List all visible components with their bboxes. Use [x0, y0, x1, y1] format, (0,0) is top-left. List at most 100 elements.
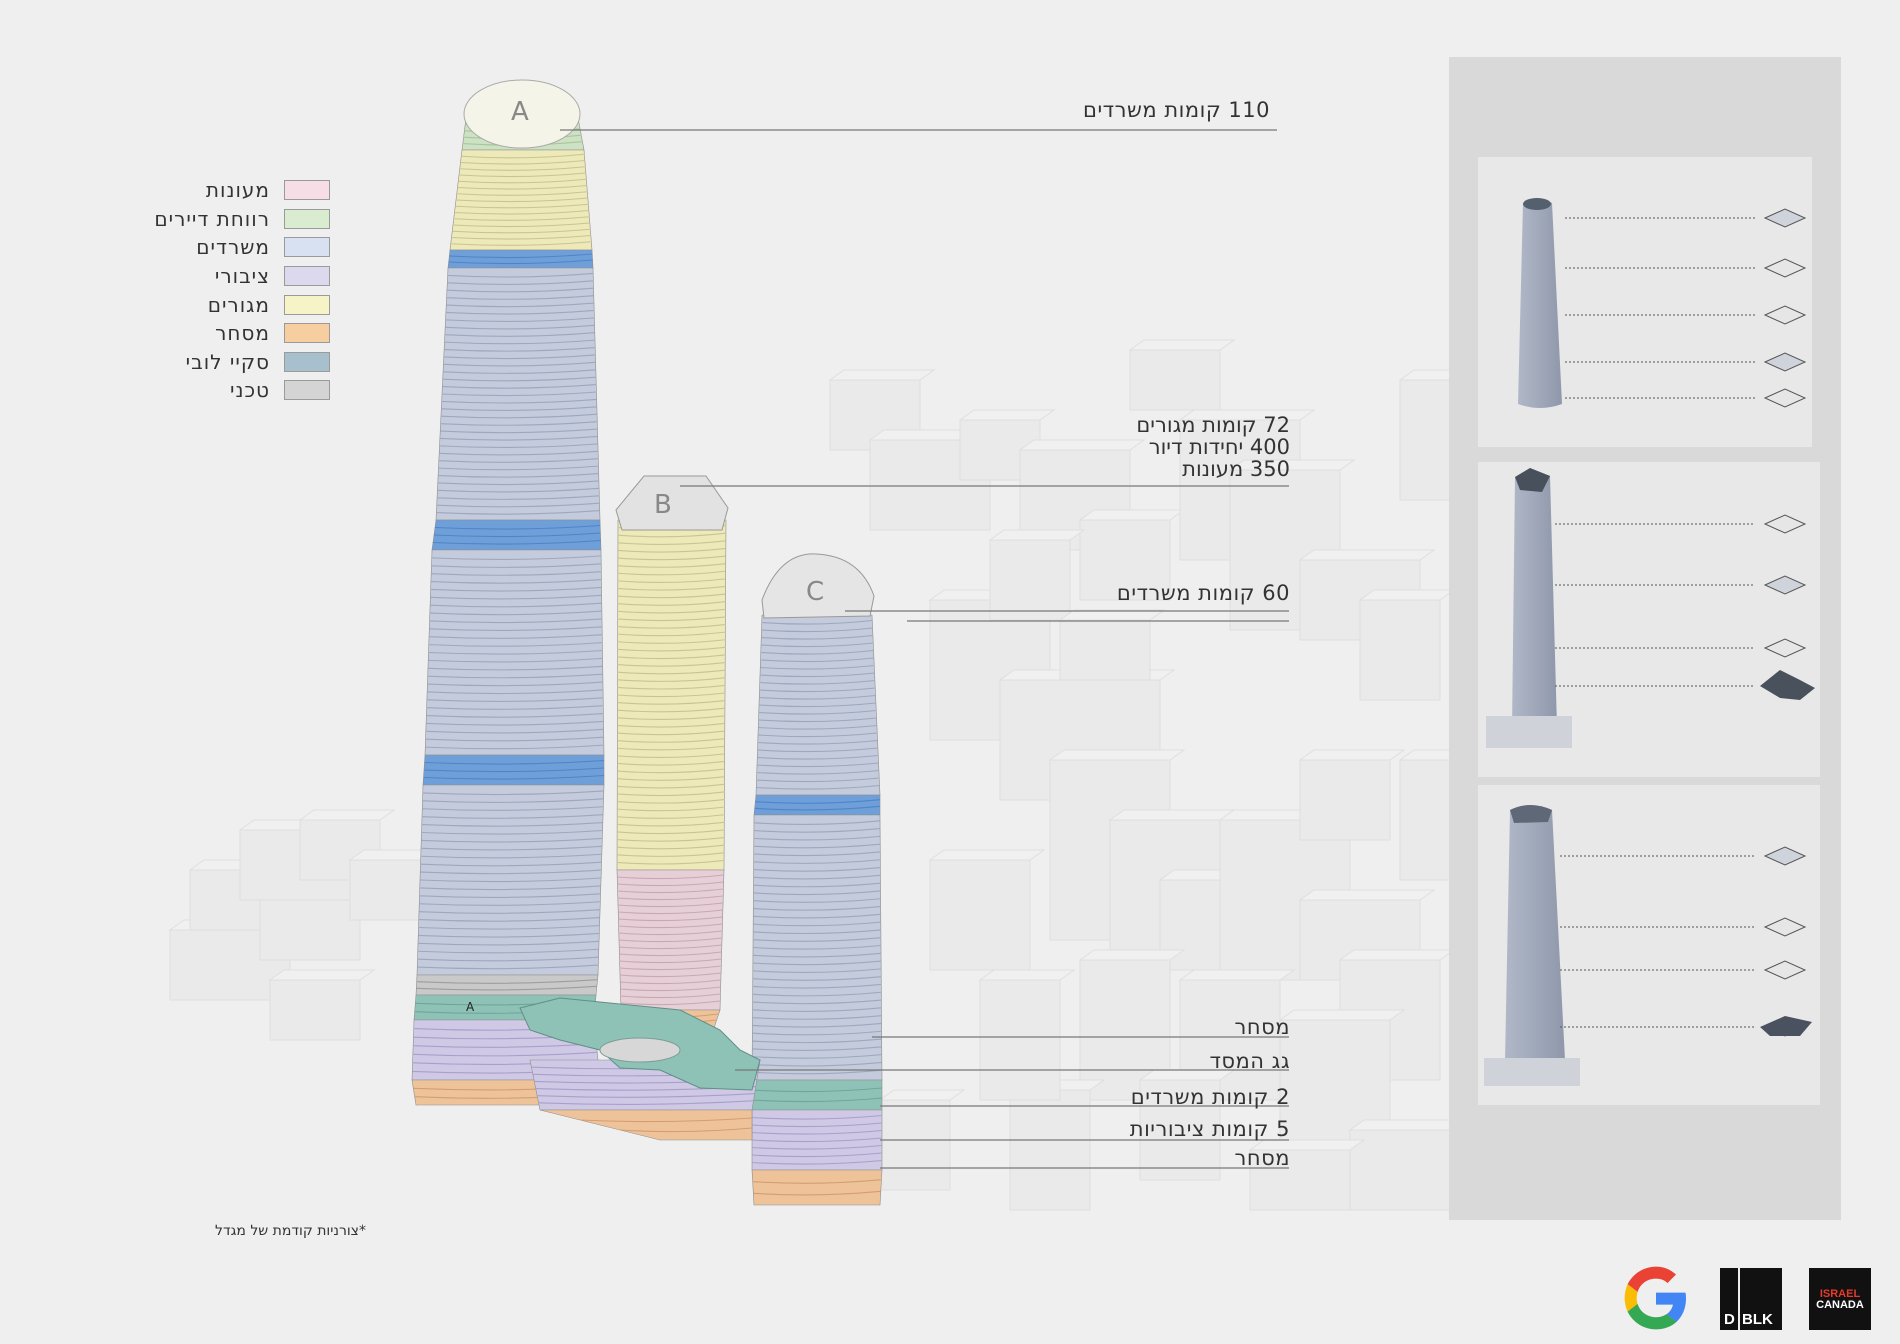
floor-line	[753, 913, 881, 919]
floor-line	[445, 309, 595, 315]
legend-swatch	[284, 323, 330, 344]
floor-line	[760, 642, 874, 648]
floor-line	[441, 406, 597, 411]
floor-line	[422, 790, 604, 796]
floor-line	[579, 1117, 753, 1123]
floor-line	[617, 738, 725, 743]
legend-item: מעונות	[120, 176, 330, 205]
floor-line	[752, 1054, 882, 1059]
label-podium-roof: גג המסד	[1209, 1049, 1290, 1073]
city-block-roof	[1078, 509, 1186, 521]
floor-line	[426, 697, 604, 702]
floor-line	[619, 951, 722, 957]
floor-line	[443, 361, 596, 367]
google-logo	[1624, 1266, 1686, 1330]
city-block-roof	[878, 1089, 966, 1101]
floor-line	[430, 594, 602, 600]
floor-line	[421, 822, 603, 827]
floor-line	[751, 1097, 883, 1103]
city-block	[929, 859, 1031, 971]
floor-line	[617, 540, 726, 545]
tower-b-roof	[615, 475, 729, 531]
city-block-roof	[988, 529, 1086, 541]
city-block-roof	[1018, 439, 1146, 451]
tower-c-public	[751, 1109, 883, 1171]
tower-b-line-1: 72 קומות מגורים	[1136, 413, 1290, 437]
floor-line	[617, 563, 726, 568]
floor-line	[617, 639, 726, 644]
floor-line	[422, 806, 604, 811]
floor-line	[752, 1061, 882, 1067]
floor-line	[617, 798, 725, 804]
legend-item: משרדים	[120, 233, 330, 262]
tower-b-line-3: 350 מעונות	[1182, 457, 1290, 481]
side-tower-b	[1512, 468, 1557, 740]
city-block	[979, 979, 1061, 1101]
floor-line	[752, 1030, 882, 1036]
floor-line	[429, 618, 603, 624]
tower-c-podium-offices-body	[751, 1079, 883, 1111]
legend-item: מסחר	[120, 319, 330, 348]
floor-line	[753, 937, 881, 942]
floor-line	[426, 705, 604, 710]
floor-line	[751, 1137, 883, 1143]
tower-a-letter: A	[511, 97, 529, 127]
floor-line	[439, 443, 598, 449]
floor-line	[419, 901, 601, 906]
city-block	[1059, 619, 1151, 681]
tower-a-offices-1	[435, 267, 601, 521]
floor-line	[428, 657, 603, 663]
towers-group	[411, 79, 883, 1206]
city-block	[1009, 1089, 1091, 1211]
floor-line	[431, 555, 602, 561]
floor-line	[617, 623, 726, 629]
floor-line	[454, 209, 590, 215]
label-offices: 2 קומות משרדים	[1130, 1085, 1290, 1109]
floor-line	[450, 241, 592, 246]
tower-c-roof	[761, 553, 875, 619]
legend-item: טכני	[120, 376, 330, 405]
floor-line	[752, 944, 882, 950]
floor-line	[751, 1114, 883, 1120]
tower-a-technical	[415, 974, 599, 996]
floor-line	[427, 665, 603, 671]
floor-line	[617, 895, 724, 901]
floor-line	[419, 893, 601, 898]
side-floor-plan	[1763, 514, 1807, 534]
tower-c-skylobby	[753, 794, 881, 816]
floor-line	[440, 428, 598, 434]
floor-line	[618, 937, 723, 943]
floor-line	[448, 259, 593, 265]
floor-line	[417, 964, 599, 970]
floor-line	[617, 902, 724, 908]
floor-line	[617, 814, 725, 819]
legend-item: סקיי לובי	[120, 348, 330, 377]
floor-line	[430, 578, 602, 584]
floor-line	[617, 760, 725, 766]
floor-line	[618, 909, 723, 915]
tower-a-offices-3	[416, 784, 605, 976]
floor-line	[617, 684, 726, 690]
floor-line	[537, 1093, 755, 1098]
floor-line	[753, 874, 881, 880]
city-block-roof	[1298, 549, 1436, 561]
floor-line	[753, 921, 881, 927]
floor-line	[438, 472, 599, 478]
floor-line	[451, 234, 592, 240]
floor-line	[617, 874, 724, 880]
floor-line	[753, 843, 881, 849]
tower-c-offices-1	[755, 614, 881, 796]
floor-line	[752, 960, 882, 966]
legend-swatch	[284, 351, 330, 372]
floor-line	[447, 280, 594, 285]
floor-line	[438, 465, 599, 471]
floor-line	[423, 767, 605, 773]
floor-line	[418, 909, 601, 914]
floor-line	[618, 923, 723, 929]
floor-line	[617, 616, 726, 622]
floor-line	[439, 450, 599, 456]
floor-line	[756, 784, 880, 790]
city-block-roof	[1298, 889, 1436, 901]
floor-line	[426, 720, 604, 726]
